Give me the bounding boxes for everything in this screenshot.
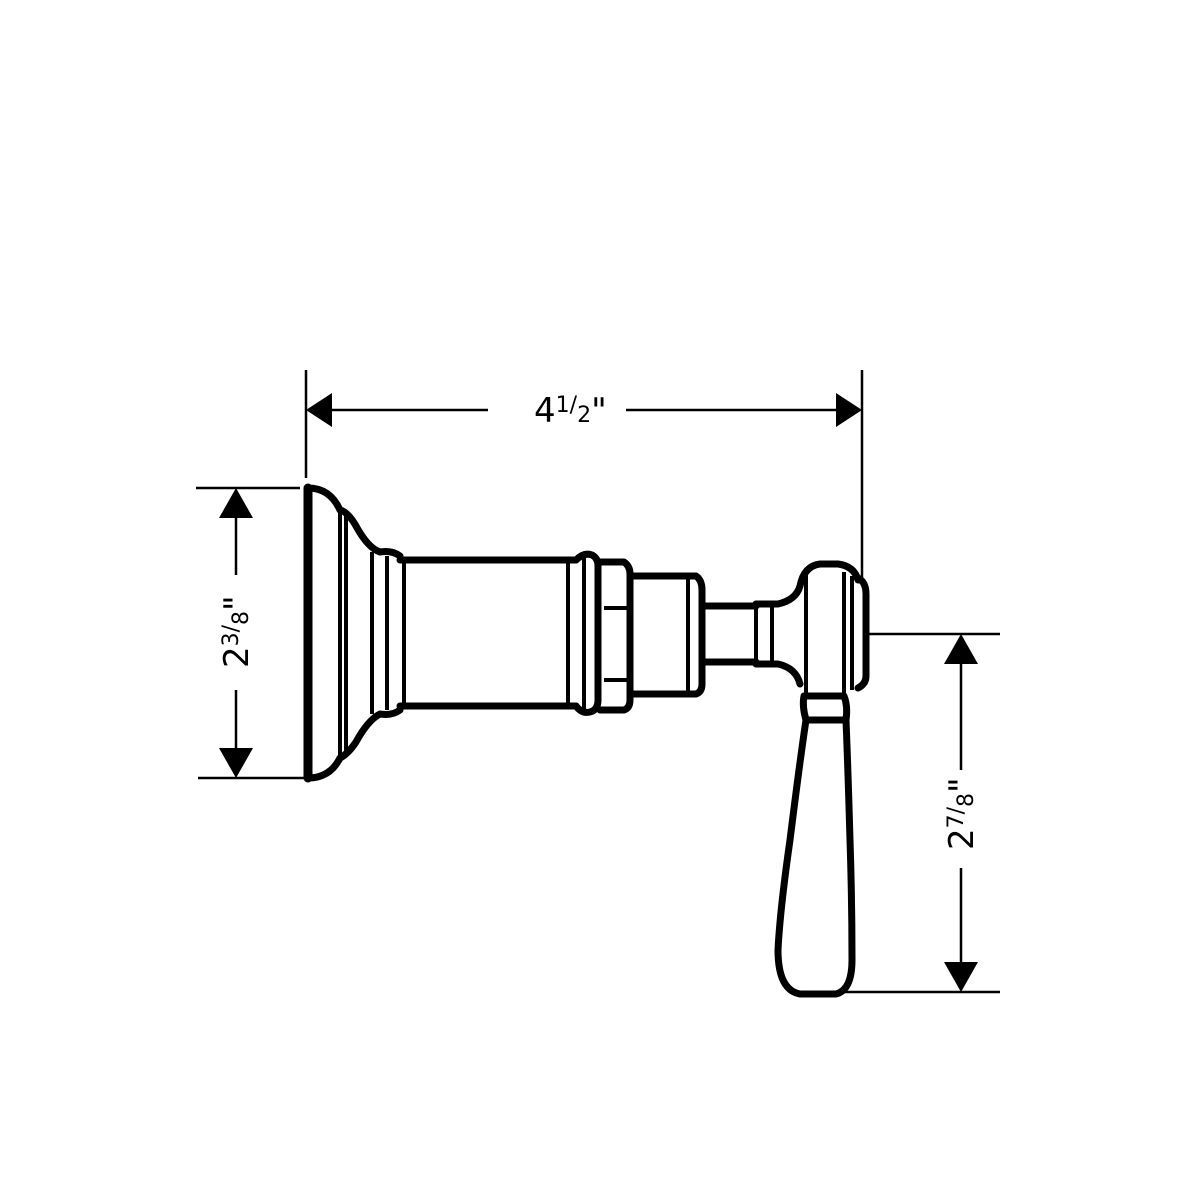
escutcheon-profile-top (304, 484, 404, 560)
handle-hub-neck-bottom (752, 660, 804, 688)
arrowhead-right-icon (836, 393, 862, 427)
hex-nut-outline (596, 558, 634, 714)
lever-collar (799, 692, 851, 724)
dimension-escutcheon-height: 23/8" (196, 486, 304, 780)
sleeve-right-collar (572, 550, 602, 716)
dimension-handle-drop: 27/8" (838, 632, 1000, 994)
arrowhead-down-icon (944, 962, 978, 992)
lever-blade (774, 716, 856, 998)
escutcheon-plate (303, 483, 404, 783)
dimension-label-handle-drop: 27/8" (942, 777, 982, 850)
stem-adapter (626, 572, 706, 698)
handle-hub (752, 560, 870, 696)
spindle (700, 602, 774, 666)
arrowhead-left-icon (306, 393, 332, 427)
handle-hub-neck-top (752, 560, 862, 608)
arrowhead-down-icon (219, 748, 253, 778)
arrowhead-up-icon (944, 634, 978, 664)
arrowhead-up-icon (219, 488, 253, 518)
dimension-label-overall-depth: 41/2" (534, 391, 607, 431)
valve-sleeve (396, 550, 602, 716)
escutcheon-profile-bottom (304, 706, 404, 782)
dimension-overall-depth: 41/2" (304, 370, 864, 578)
lever-handle (774, 692, 856, 998)
hex-nut (596, 558, 634, 714)
dimension-label-escutcheon-height: 23/8" (217, 595, 257, 668)
stem-adapter-outline (626, 572, 706, 698)
handle-hub-cap (854, 574, 870, 692)
